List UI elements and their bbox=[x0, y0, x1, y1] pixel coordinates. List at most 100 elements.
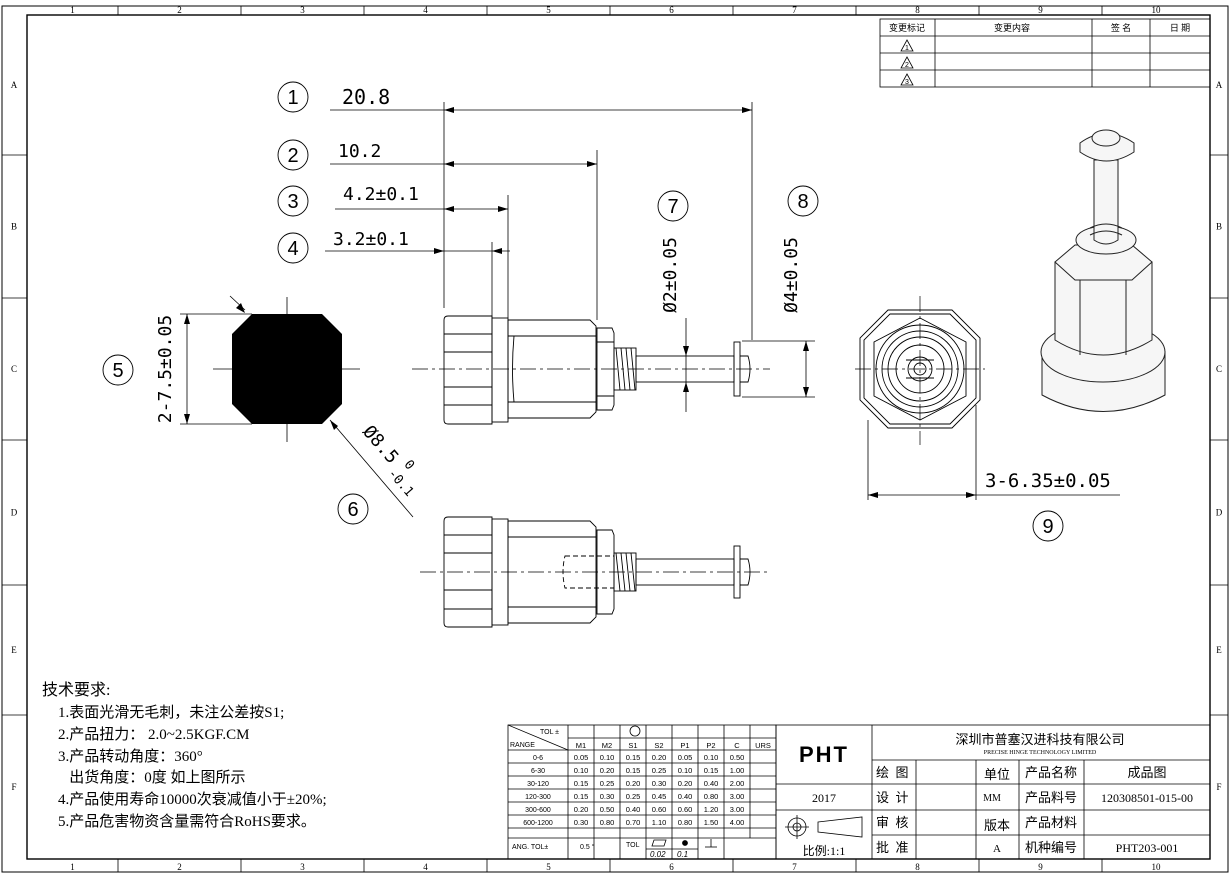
column-marker-label: 10 bbox=[1152, 5, 1162, 15]
ang-tol-value: 0.5 ° bbox=[580, 843, 595, 851]
dimension-arrows bbox=[434, 107, 752, 254]
tol-value-cell: 0.70 bbox=[626, 818, 641, 827]
rev-mark-2-num: 2 bbox=[905, 62, 909, 69]
tol-value-cell: 0.15 bbox=[574, 792, 589, 801]
tol-value-cell: 3.00 bbox=[730, 805, 745, 814]
material-label: 产品材料 bbox=[1025, 815, 1077, 830]
row-marker-label: A bbox=[11, 80, 18, 90]
title-block bbox=[775, 724, 1211, 860]
tol-column-header: P2 bbox=[706, 741, 715, 750]
tol-value-cell: 0.20 bbox=[600, 766, 615, 775]
tol-value-cell: 0.25 bbox=[652, 766, 667, 775]
callout-4: 4 3.2±0.1 bbox=[277, 229, 409, 264]
version-label: 版本 bbox=[984, 818, 1010, 833]
tol-value-cell: 0.15 bbox=[574, 779, 589, 788]
company-name-en: PRECISE HINGE TECHNOLOGY LIMITED bbox=[984, 750, 1097, 756]
callout-2: 2 10.2 bbox=[277, 139, 381, 171]
rev-mark-1: 1 bbox=[900, 39, 914, 52]
scale-label: 比例:1:1 bbox=[803, 844, 846, 858]
tol-value-cell: 1.50 bbox=[704, 818, 719, 827]
tol-value-cell: 0.30 bbox=[574, 818, 589, 827]
tol-range-cell: 300-600 bbox=[525, 807, 551, 814]
model-value: PHT203-001 bbox=[1116, 841, 1179, 855]
row-marker-label: F bbox=[1216, 782, 1221, 792]
tech-req-item-4: 出货角度：0度 如上图所示 bbox=[58, 769, 246, 786]
callout-5: 5 bbox=[102, 354, 134, 386]
rev-header-sign: 签 名 bbox=[1111, 22, 1131, 33]
product-name-label: 产品名称 bbox=[1025, 765, 1077, 780]
tech-req-item-6: 5.产品危害物资含量需符合RoHS要求。 bbox=[58, 813, 316, 830]
company-name-cn: 深圳市普塞汉进科技有限公司 bbox=[955, 732, 1124, 747]
tol-value-cell: 1.20 bbox=[704, 805, 719, 814]
row-marker-label: E bbox=[11, 645, 17, 655]
row-marker-label: B bbox=[11, 222, 17, 232]
dimension-lines bbox=[325, 102, 753, 340]
revision-table bbox=[879, 18, 1211, 88]
column-marker-label: 6 bbox=[669, 862, 674, 872]
callout-6: 6 bbox=[337, 493, 369, 525]
tol-value-cell: 1.00 bbox=[730, 766, 745, 775]
tech-req-item-1: 1.表面光滑无毛刺，未注公差按S1; bbox=[58, 704, 284, 721]
tol-value-cell: 0.40 bbox=[704, 779, 719, 788]
tol-column-header: M2 bbox=[602, 741, 612, 750]
part-no-label: 产品料号 bbox=[1025, 790, 1077, 805]
rev-mark-1-num: 1 bbox=[905, 45, 909, 52]
tol-value-cell: 3.00 bbox=[730, 792, 745, 801]
tol-value-cell: 1.10 bbox=[652, 818, 667, 827]
approve-label: 批 准 bbox=[876, 840, 909, 855]
callout-9-num: 9 bbox=[1042, 516, 1053, 538]
column-marker-label: 4 bbox=[423, 862, 428, 872]
tol-column-header: S1 bbox=[628, 741, 637, 750]
tol-value-cell: 0.40 bbox=[626, 805, 641, 814]
tol-value-cell: 0.60 bbox=[678, 805, 693, 814]
rev-mark-2: 2 bbox=[900, 56, 914, 69]
part-no-value: 120308501-015-00 bbox=[1101, 791, 1193, 805]
callout-5-num: 5 bbox=[112, 360, 123, 382]
tol-range-cell: 600-1200 bbox=[523, 820, 553, 827]
row-marker-label: C bbox=[1216, 364, 1222, 374]
dim-7-value: Ø2±0.05 bbox=[660, 237, 681, 313]
tol-value-cell: 0.80 bbox=[600, 818, 615, 827]
rev-mark-3-num: 3 bbox=[905, 79, 909, 86]
column-marker-label: 1 bbox=[70, 862, 75, 872]
dim-1-value: 20.8 bbox=[342, 85, 390, 109]
tol-value-cell: 0.15 bbox=[626, 766, 641, 775]
column-marker-label: 4 bbox=[423, 5, 428, 15]
row-marker-label: E bbox=[1216, 645, 1222, 655]
ang-tol-label: ANG. TOL± bbox=[512, 844, 548, 851]
column-marker-label: 9 bbox=[1038, 862, 1043, 872]
projection-symbol bbox=[785, 815, 863, 839]
dim-8-value: Ø4±0.05 bbox=[781, 237, 802, 313]
tol-column-header: M1 bbox=[576, 741, 586, 750]
unit-label: 单位 bbox=[984, 767, 1010, 782]
callout-8-num: 8 bbox=[797, 191, 808, 213]
rev-header-mark: 变更标记 bbox=[889, 22, 925, 33]
dim-3-value: 4.2±0.1 bbox=[343, 184, 419, 205]
tol-column-header: C bbox=[734, 741, 740, 750]
rev-header-content: 变更内容 bbox=[994, 22, 1030, 33]
column-marker-label: 9 bbox=[1038, 5, 1043, 15]
column-marker-label: 8 bbox=[915, 5, 920, 15]
tolerance-table bbox=[507, 724, 777, 860]
tol-value-cell: 0.15 bbox=[704, 766, 719, 775]
column-marker-label: 5 bbox=[546, 5, 551, 15]
hex-nut-face bbox=[232, 314, 342, 424]
tol-range-cell: 0-6 bbox=[533, 755, 543, 762]
dim-4-value: 3.2±0.1 bbox=[333, 229, 409, 250]
callout-6-num: 6 bbox=[347, 499, 358, 521]
callout-1-num: 1 bbox=[287, 87, 298, 109]
gdt-symbols bbox=[651, 839, 717, 848]
tol-value-cell: 2.00 bbox=[730, 779, 745, 788]
version-value: A bbox=[993, 843, 1001, 855]
check-label: 审 核 bbox=[876, 815, 909, 830]
tol-value-cell: 0.20 bbox=[652, 753, 667, 762]
dim-6-tol-upper: 0 bbox=[401, 457, 417, 473]
column-marker-label: 2 bbox=[177, 862, 182, 872]
row-marker-label: B bbox=[1216, 222, 1222, 232]
tol-value-cell: 0.40 bbox=[678, 792, 693, 801]
center-marks-nut bbox=[213, 297, 360, 442]
tol-header-label: TOL ± bbox=[540, 729, 559, 736]
